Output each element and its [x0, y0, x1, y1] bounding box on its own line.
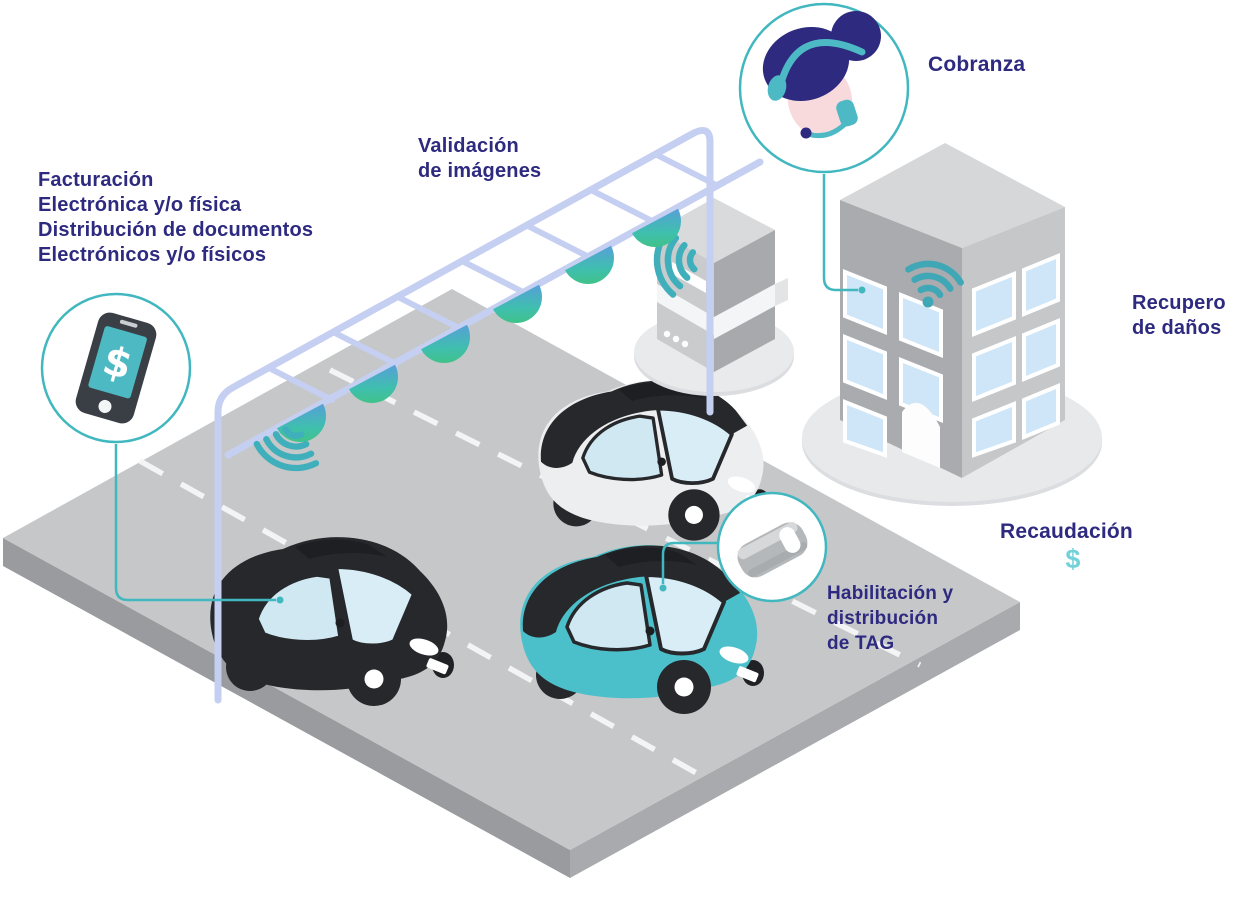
- label-line: Distribución de documentos: [38, 219, 314, 241]
- toll-booth: [634, 198, 794, 396]
- sensor-dome-icon: [565, 245, 614, 284]
- label-line: Validación: [418, 135, 519, 157]
- label-line: Electrónicos y/o físicos: [38, 244, 267, 266]
- label-line: Recupero: [1132, 292, 1226, 314]
- lane-divider-dashes: [138, 458, 702, 778]
- label-line: Electrónica y/o física: [38, 194, 242, 216]
- sensor-dome-icon: [349, 364, 398, 403]
- label-recaudacion: Recaudación $: [1000, 519, 1146, 574]
- support-agent-circle-badge: [738, 2, 910, 174]
- connector-dot: [858, 286, 866, 294]
- label-habilitacion-tag: Habilitación y distribución de TAG: [827, 581, 953, 656]
- road-platform: [3, 289, 1020, 878]
- label-line: de daños: [1132, 317, 1222, 339]
- label-line: Facturación: [38, 169, 154, 191]
- label-line: de imágenes: [418, 160, 542, 182]
- label-line: Recaudación: [1000, 520, 1133, 543]
- building-windows: [843, 253, 1060, 458]
- office-building: [802, 143, 1102, 506]
- building-wifi-icon: [905, 260, 964, 308]
- tag-device-icon: [737, 522, 808, 578]
- label-line: distribución: [827, 608, 939, 629]
- label-cobranza: Cobranza: [928, 53, 1026, 76]
- connector-lines: [114, 174, 858, 602]
- connector-dot: [659, 584, 667, 592]
- toll-gantry: [214, 126, 764, 704]
- label-recupero-danos: Recupero de daños: [1132, 291, 1226, 341]
- support-agent-icon: [762, 11, 881, 139]
- sensor-dome-icon: [632, 208, 681, 247]
- sensor-dome-icon: [421, 324, 470, 363]
- label-line: Habilitación y: [827, 583, 954, 604]
- connector-dot: [276, 596, 284, 604]
- phone-circle-badge: $: [40, 292, 192, 444]
- label-facturacion: Facturación Electrónica y/o física Distr…: [38, 168, 313, 268]
- label-line: de TAG: [827, 633, 895, 654]
- phone-dollar-icon: $: [75, 312, 157, 424]
- dollar-symbol: $: [1065, 544, 1081, 574]
- tag-circle-badge: [716, 491, 828, 603]
- building-door: [902, 402, 940, 468]
- label-validacion-imagenes: Validación de imágenes: [418, 134, 541, 184]
- sensor-dome-icon: [493, 284, 542, 323]
- gantry-sensor-domes: [277, 208, 681, 442]
